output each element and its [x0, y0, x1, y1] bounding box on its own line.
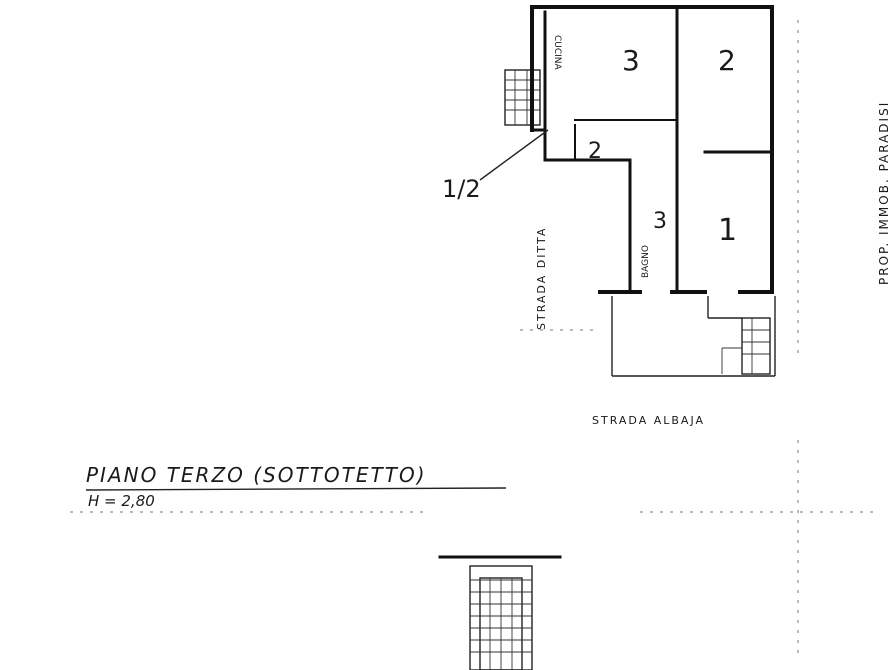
upper-staircase [504, 69, 541, 126]
bathroom-label: BAGNO [641, 245, 651, 278]
room-2-top-label: 2 [718, 44, 736, 77]
kitchen-label: CUCINA [552, 35, 562, 71]
lower-staircase [438, 555, 562, 670]
guide-lines [70, 20, 880, 660]
street-bottom-label: STRADA ALBAJA [592, 414, 705, 427]
terrace [611, 296, 776, 377]
apartment-walls [530, 5, 774, 294]
room-2-small-label: 2 [588, 139, 602, 164]
room-1-label: 1 [718, 213, 737, 248]
half-callout: 1/2 [442, 129, 549, 203]
half-label: 1/2 [442, 175, 481, 203]
floor-title-text: PIANO TERZO (SOTTOTETTO) [86, 463, 427, 487]
height-note: H = 2,80 [88, 492, 155, 510]
room-3-top-label: 3 [622, 44, 640, 77]
owner-label: PROP. IMMOB. PARADISI [877, 101, 891, 285]
floor-title: PIANO TERZO (SOTTOTETTO) H = 2,80 [85, 463, 507, 510]
street-left-label: STRADA DITTA [535, 227, 548, 330]
room-3-small-label: 3 [653, 209, 667, 234]
